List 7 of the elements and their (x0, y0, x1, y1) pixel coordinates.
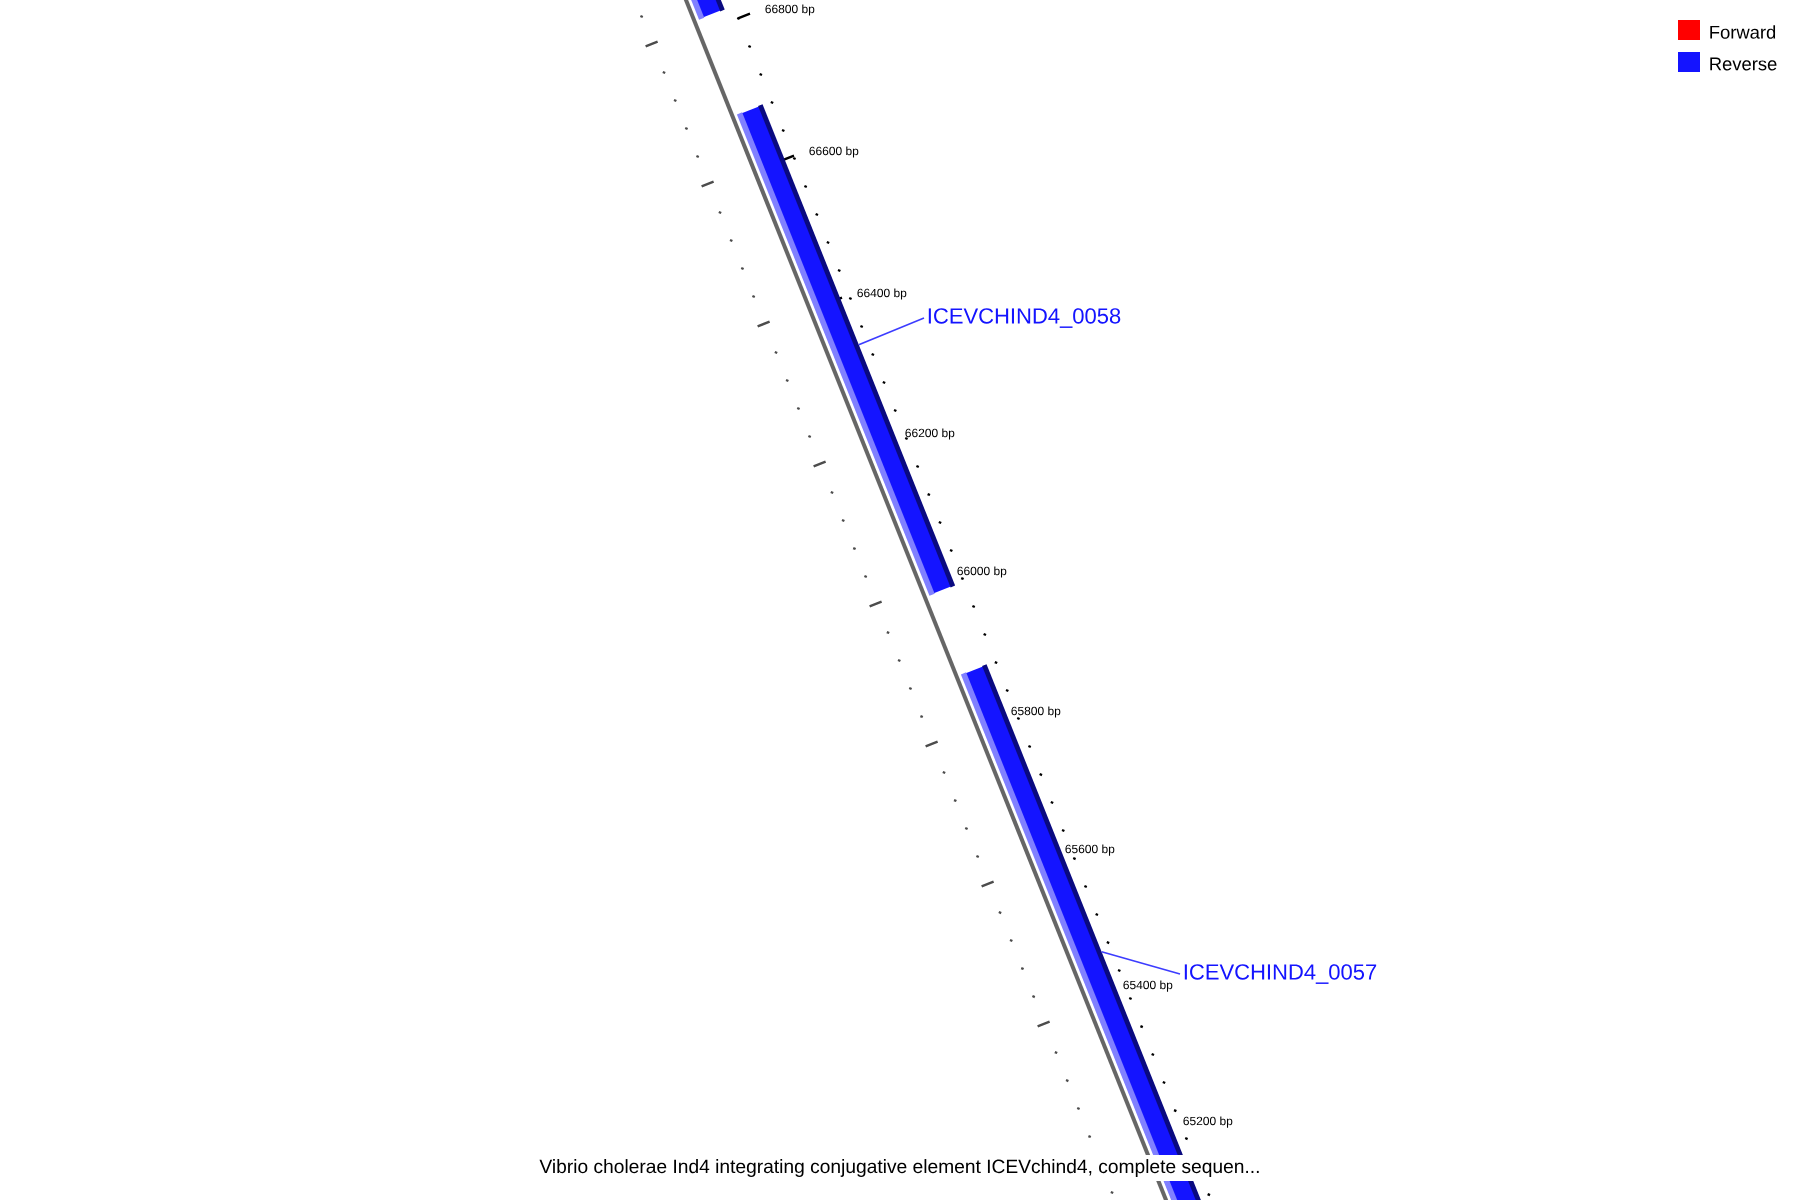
legend-label: Reverse (1710, 57, 1777, 71)
leader-line (857, 317, 925, 346)
gene-label: ICEVCHIND4_0058 (928, 308, 1121, 328)
gene-label: ICEVCHIND4_0057 (1184, 964, 1377, 984)
caption: Vibrio cholerae Ind4 integrating conjugative element ICEVchind4, complete sequen... (535, 1155, 1265, 1181)
leader-line (1100, 950, 1181, 975)
legend-label: Forward (1710, 25, 1776, 39)
